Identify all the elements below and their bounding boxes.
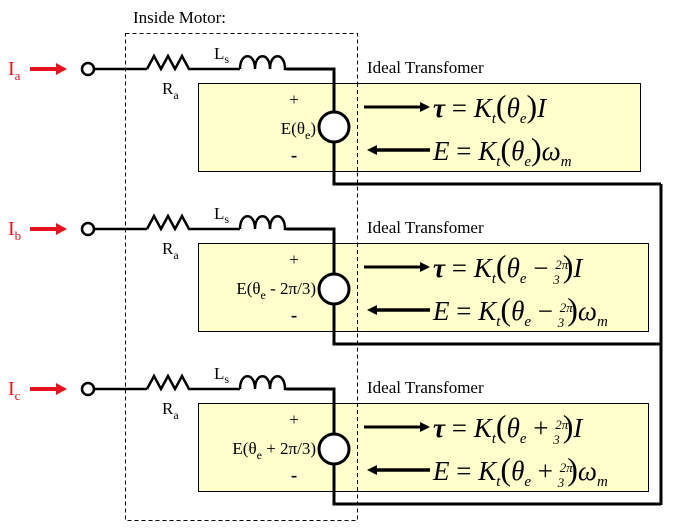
arrow-right-icon [420,422,430,432]
current-label-c: Ic [8,378,21,403]
emf-source-c [317,432,351,466]
inside-motor-boundary [125,33,358,521]
emf-equation-a: E = Kt(θe)ωm [432,131,572,170]
inductor-a [238,55,287,71]
transformer-box-a [198,83,641,172]
inductor-label: Ls [214,44,229,66]
arrow-right-icon [420,102,430,112]
torque-equation-a: τ = Kt(θe)I [433,88,548,127]
transformer-title: Ideal Transfomer [367,58,484,77]
transformer-title: Ideal Transfomer [367,218,484,237]
arrow-left-icon [367,465,377,475]
resistor-a [145,53,192,72]
resistor-b [145,213,192,232]
transformer-title: Ideal Transfomer [367,378,484,397]
arrow-right-icon [420,262,430,272]
emf-label-a: E(θe) [281,119,316,142]
emf-source-a [317,110,351,144]
current-arrowhead-a [56,63,67,75]
plus-sign: + [289,410,299,429]
transformer-box-b [198,243,649,332]
resistor-label: Ra [162,399,179,422]
emf-label-b: E(θe - 2π/3) [236,279,316,302]
inside-motor-label: Inside Motor: [133,8,226,27]
transformer-box-c [198,403,649,492]
current-arrowhead-c [56,383,67,395]
terminal-b [80,221,96,237]
arrow-left-icon [367,145,377,155]
inductor-label: Ls [214,204,229,226]
emf-label-c: E(θe + 2π/3) [232,439,316,462]
current-arrowhead-b [56,223,67,235]
current-label-b: Ib [8,218,21,243]
emf-source-b [317,272,351,306]
arrow-left-icon [367,305,377,315]
terminal-c [80,381,96,397]
inductor-c [238,375,287,391]
plus-sign: + [289,250,299,269]
plus-sign: + [289,90,299,109]
minus-sign: - [291,145,297,166]
terminal-a [80,61,96,77]
current-label-a: Ia [8,58,21,83]
resistor-label: Ra [162,239,179,262]
inductor-b [238,215,287,231]
minus-sign: - [291,465,297,486]
minus-sign: - [291,305,297,326]
inductor-label: Ls [214,364,229,386]
resistor-c [145,373,192,392]
resistor-label: Ra [162,79,179,102]
